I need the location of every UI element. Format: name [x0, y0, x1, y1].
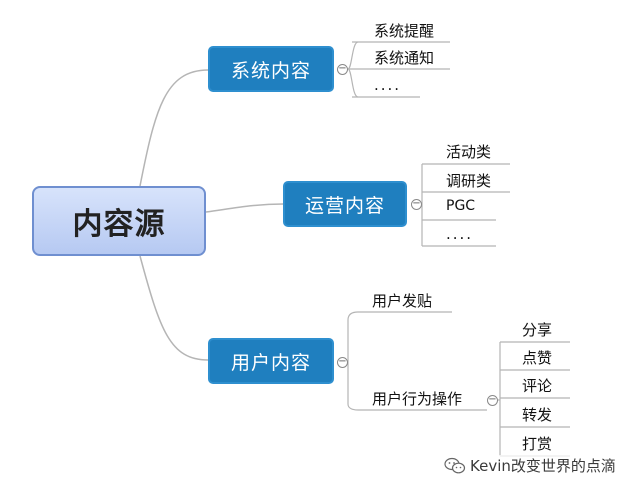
collapse-toggle-icon[interactable]: − [337, 63, 348, 75]
collapse-toggle-icon[interactable]: − [411, 198, 422, 210]
watermark-text: Kevin改变世界的点滴 [470, 457, 616, 475]
connector-root-to-operations [205, 203, 284, 213]
leaf-node[interactable]: 调研类 [446, 172, 492, 190]
topic-label: 系统内容 [230, 59, 311, 82]
leaf-node[interactable]: 点赞 [522, 349, 553, 367]
leaf-node[interactable]: 活动类 [446, 143, 492, 161]
connector-user-bracket [347, 311, 359, 411]
leaf-node[interactable]: .... [374, 76, 402, 94]
connector-root-to-user [139, 255, 209, 361]
leaf-node[interactable]: 用户发贴 [372, 292, 433, 310]
leaf-node[interactable]: 打赏 [522, 435, 553, 453]
leaf-node[interactable]: 分享 [522, 321, 553, 339]
collapse-toggle-icon[interactable]: − [487, 394, 498, 406]
topic-node-system-content[interactable]: 系统内容 [208, 46, 334, 92]
leaf-node[interactable]: 系统通知 [374, 49, 435, 67]
topic-label: 用户内容 [230, 351, 311, 374]
leaf-node[interactable]: 转发 [522, 406, 553, 424]
topic-node-user-content[interactable]: 用户内容 [208, 338, 334, 384]
leaf-node[interactable]: 系统提醒 [374, 22, 435, 40]
leaf-node[interactable]: 用户行为操作 [372, 390, 463, 408]
wechat-icon [444, 457, 466, 475]
topic-node-operations-content[interactable]: 运营内容 [283, 181, 407, 227]
connector-root-to-system [139, 69, 209, 187]
connector-system-bracket [347, 41, 450, 98]
leaf-node[interactable]: 评论 [522, 377, 553, 395]
collapse-toggle-icon[interactable]: − [337, 356, 348, 368]
leaf-node[interactable]: PGC [446, 198, 476, 214]
root-node-label: 内容源 [72, 207, 166, 242]
watermark: Kevin改变世界的点滴 [442, 455, 618, 476]
topic-label: 运营内容 [304, 194, 385, 217]
leaf-node[interactable]: .... [446, 225, 474, 243]
root-node[interactable]: 内容源 [32, 186, 206, 256]
